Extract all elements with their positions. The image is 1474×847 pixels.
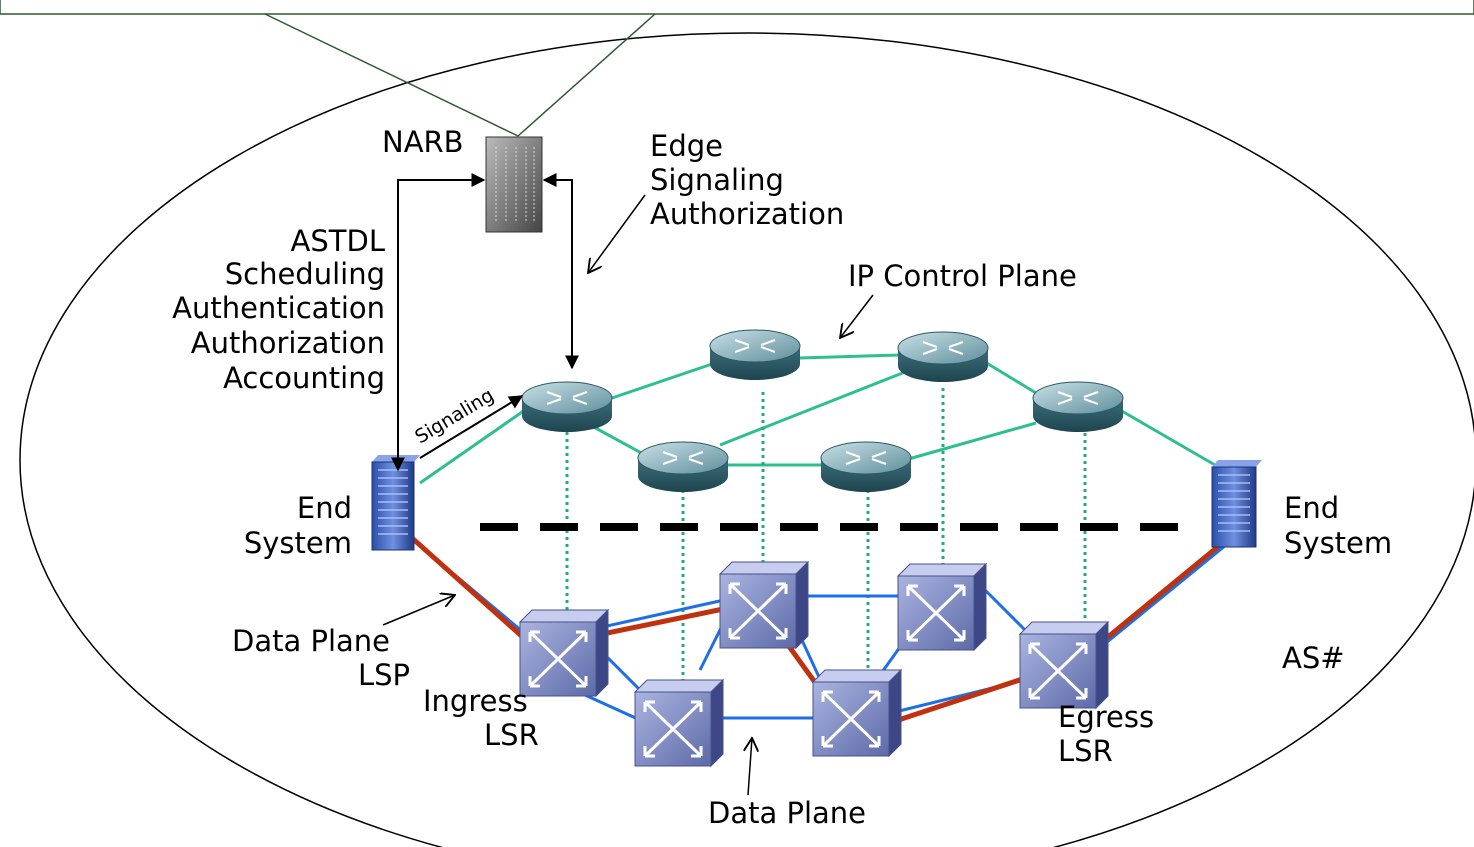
router-icon [1032, 381, 1124, 433]
control-plane-links [419, 353, 1216, 485]
ip-control-plane-label: IP Control Plane [848, 259, 1077, 293]
switch-icon [896, 562, 988, 652]
authorization-label: Authorization [191, 326, 385, 360]
router-icon [820, 441, 912, 493]
edge-signaling-label: Signaling [650, 163, 784, 197]
astdl-label: ASTDL [291, 224, 385, 258]
switch-icon [518, 608, 610, 698]
end-system-left-label: End [297, 491, 352, 525]
as-boundary [19, 32, 1474, 847]
data-plane-label: Data Plane [708, 796, 866, 830]
switch-icon [718, 560, 810, 650]
data-plane-pointer [748, 738, 752, 796]
callout-line-left [264, 13, 519, 137]
narb-server-icon [485, 136, 543, 233]
router-icon [637, 441, 729, 493]
data-plane-lsp-label: LSP [358, 658, 410, 692]
ip-control-plane-pointer [840, 294, 874, 338]
accounting-label: Accounting [223, 361, 385, 395]
edge-signaling-label: Authorization [650, 197, 844, 231]
edge-signaling-pointer [588, 194, 646, 273]
as-number-label: AS# [1282, 641, 1345, 675]
end-system-right-icon [1211, 460, 1262, 548]
end-system-right-label: System [1284, 526, 1392, 560]
router-icon [521, 381, 613, 433]
scheduling-label: Scheduling [225, 257, 385, 291]
edge-signaling-label: Edge [650, 129, 723, 163]
vertical-dotted-links [565, 388, 1087, 682]
egress-lsr-label: Egress [1058, 700, 1154, 734]
end-system-left-icon [371, 455, 420, 551]
router-icon [897, 331, 989, 383]
ingress-lsr-label: LSR [484, 718, 539, 752]
data-plane-lsp-label: Data Plane [232, 624, 390, 658]
end-system-right-label: End [1284, 491, 1339, 525]
switch-icon [1018, 620, 1110, 710]
callout-line-right [517, 13, 656, 137]
router-icon [709, 329, 801, 381]
callout-box [0, 0, 1474, 15]
data-plane-lsp-pointer [382, 595, 455, 626]
narb-to-router-arrow [542, 173, 579, 370]
switch-icon [811, 668, 903, 758]
narb-to-end-system-arrow [391, 173, 486, 472]
end-system-left-label: System [244, 526, 352, 560]
narb-label: NARB [382, 125, 464, 159]
authentication-label: Authentication [172, 291, 385, 325]
ingress-lsr-label: Ingress [423, 684, 528, 718]
signaling-arrow [419, 395, 524, 459]
egress-lsr-label: LSR [1058, 734, 1113, 768]
switch-icon [633, 678, 725, 768]
